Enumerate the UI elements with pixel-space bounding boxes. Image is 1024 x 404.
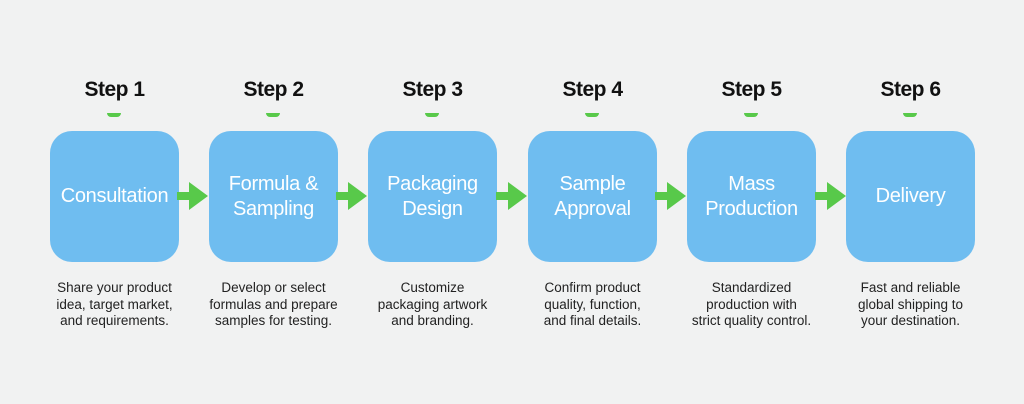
step-box: Packaging Design [368,131,497,262]
step-label: Step 3 [402,78,463,101]
arrow-right-icon [177,182,208,210]
step-indicator [266,113,280,117]
step-title: Delivery [875,185,946,207]
step-indicator [107,113,121,117]
step-indicator [425,113,439,117]
step-description: Fast and reliable global shipping to you… [857,280,964,328]
step-description: Confirm product quality, function, and f… [543,280,642,328]
arrow-right-icon [815,182,846,210]
step-description: Customize packaging artwork and branding… [377,280,488,328]
step-title: Consultation [60,185,169,207]
arrow-right-icon [496,182,527,210]
step-label: Step 6 [880,78,941,101]
step-description: Develop or select formulas and prepare s… [209,280,338,328]
step-box: Mass Production [687,131,816,262]
arrow-right-icon [655,182,686,210]
step-box: Delivery [846,131,975,262]
step-box: Consultation [50,131,179,262]
step-title: Sample Approval [554,172,631,220]
step-title: Mass Production [705,172,798,220]
step-label: Step 1 [84,78,145,101]
arrow-right-icon [336,182,367,210]
step-box: Sample Approval [528,131,657,262]
step-description: Share your product idea, target market, … [56,280,173,328]
step-label: Step 2 [243,78,304,101]
step-description: Standardized production with strict qual… [691,280,812,328]
step-box: Formula & Sampling [209,131,338,262]
step-title: Packaging Design [387,172,478,220]
step-indicator [585,113,599,117]
step-label: Step 4 [562,78,623,101]
step-indicator [903,113,917,117]
step-indicator [744,113,758,117]
step-label: Step 5 [721,78,782,101]
step-title: Formula & Sampling [228,172,319,220]
